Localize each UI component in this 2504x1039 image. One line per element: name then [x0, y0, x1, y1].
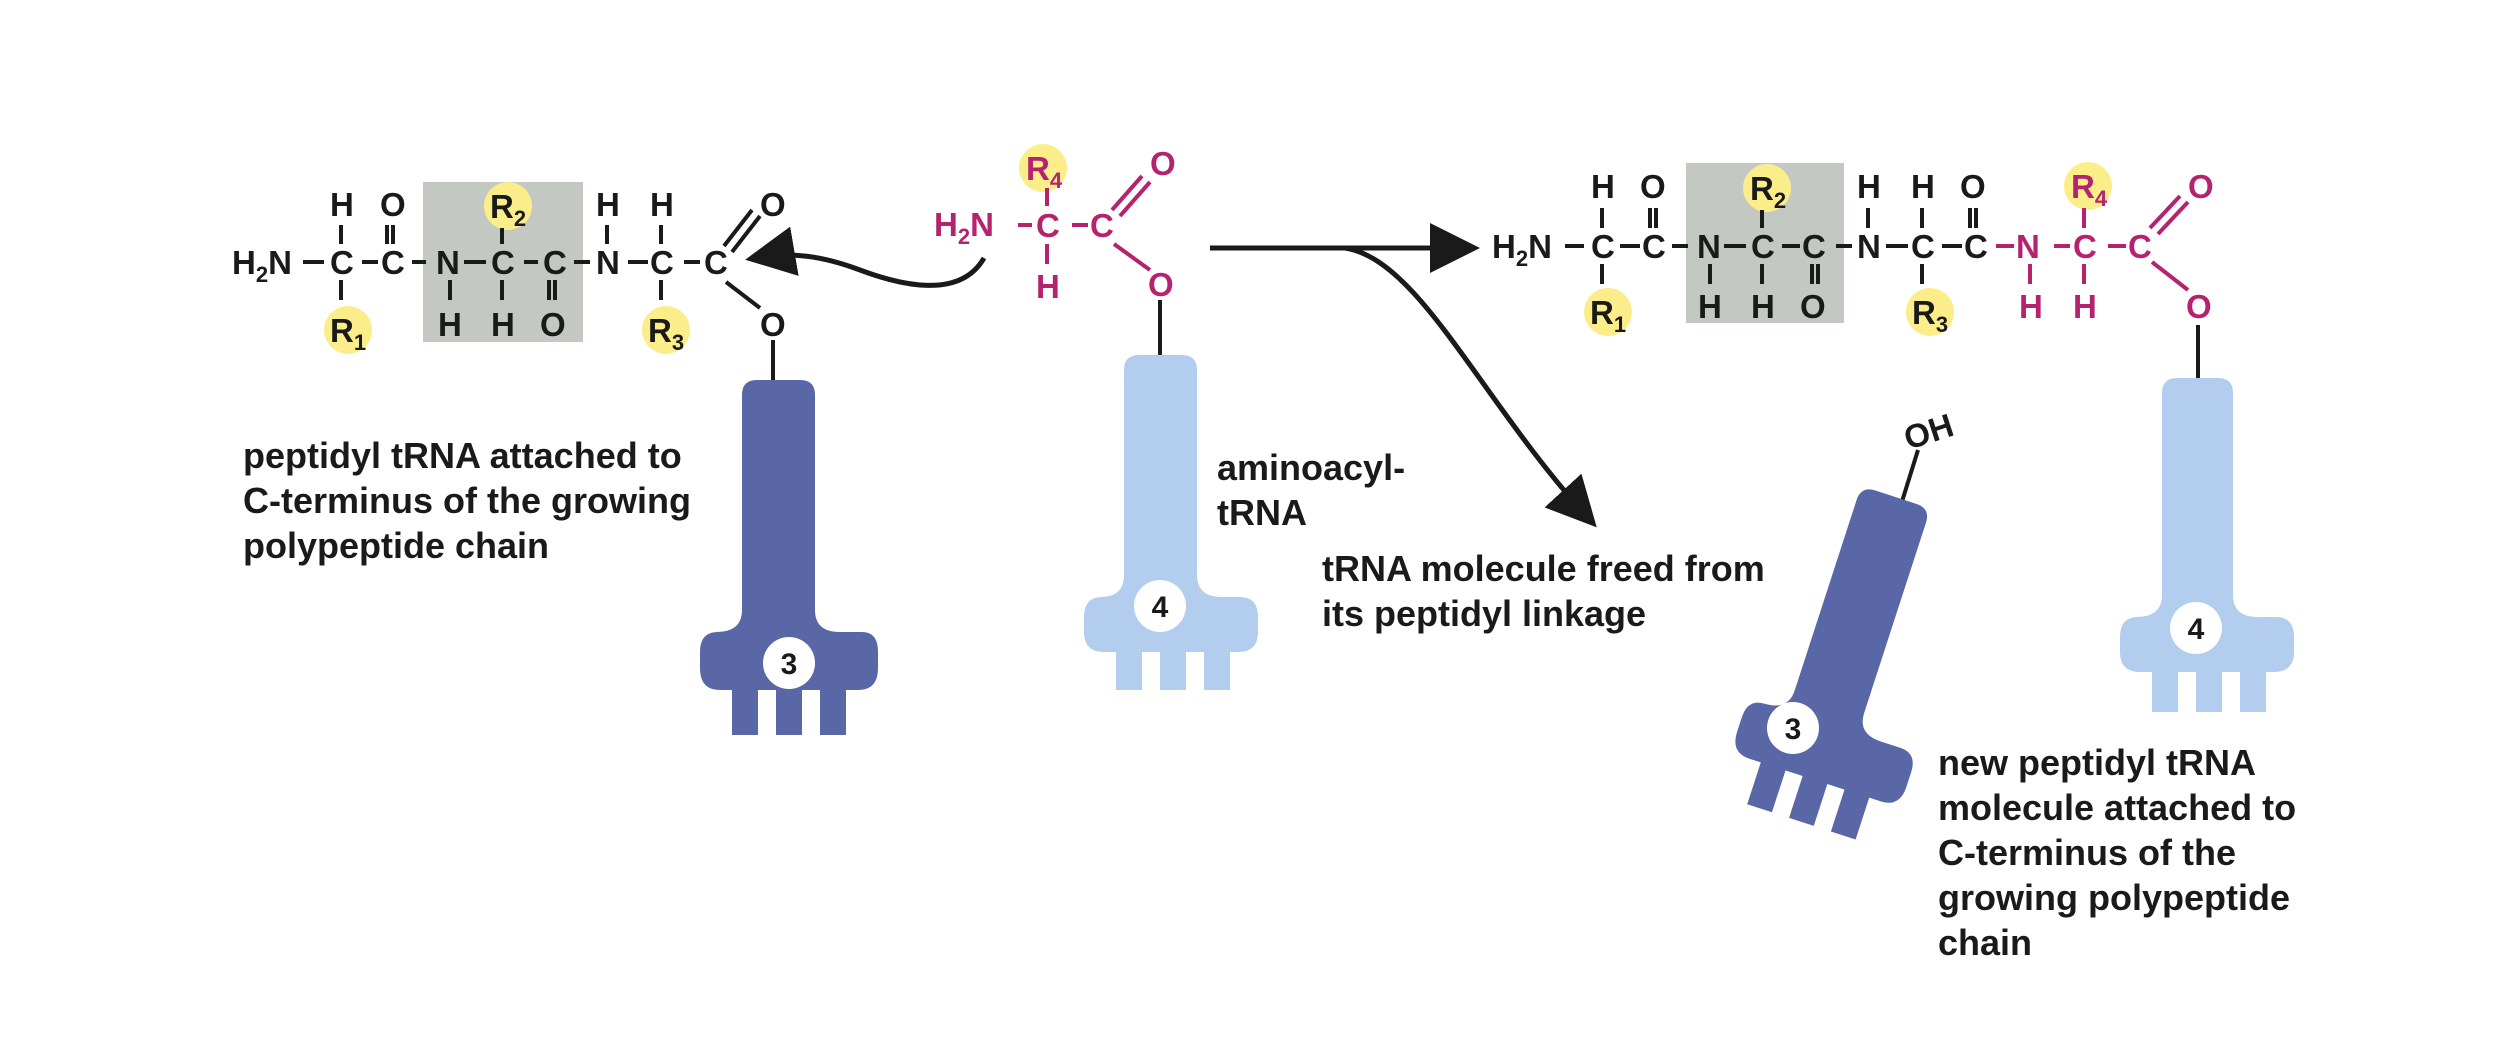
trna-4-middle: 4 — [1084, 355, 1258, 690]
r3-highlight-right — [1906, 288, 1954, 336]
svg-text:H: H — [1911, 168, 1935, 205]
svg-text:R1: R1 — [330, 312, 366, 355]
svg-text:C: C — [543, 244, 567, 281]
svg-text:H: H — [438, 306, 462, 343]
r2-highlight-right — [1743, 164, 1791, 212]
svg-text:H: H — [2019, 288, 2043, 325]
svg-text:R4: R4 — [2071, 168, 2108, 211]
svg-text:O: O — [2188, 168, 2214, 205]
svg-text:4: 4 — [2188, 613, 2205, 646]
svg-text:OH: OH — [1899, 406, 1958, 456]
svg-text:C: C — [1591, 228, 1615, 265]
r4-highlight-right — [2064, 162, 2112, 210]
trna-number-circle — [1767, 702, 1819, 754]
svg-text:C: C — [2073, 228, 2097, 265]
svg-text:R3: R3 — [1912, 294, 1948, 337]
svg-text:C: C — [1911, 228, 1935, 265]
svg-text:H: H — [1036, 268, 1060, 305]
svg-text:O: O — [760, 186, 786, 223]
peptidyl-chain-right: H2N C C N C C N C C N C C H O H H O O H … — [1492, 162, 2214, 378]
svg-text:C: C — [704, 244, 728, 281]
svg-text:H: H — [1698, 288, 1722, 325]
svg-text:H2N: H2N — [1492, 228, 1552, 271]
svg-text:C: C — [381, 244, 405, 281]
svg-text:4: 4 — [1152, 591, 1169, 624]
svg-text:O: O — [1640, 168, 1666, 205]
r1-highlight — [324, 306, 372, 354]
svg-text:C-terminus of the growing: C-terminus of the growing — [243, 480, 691, 521]
r1-highlight-right — [1584, 288, 1632, 336]
trna-3-left: 3 — [700, 380, 878, 735]
svg-text:C: C — [650, 244, 674, 281]
svg-text:H2N: H2N — [232, 244, 292, 287]
svg-text:H: H — [1857, 168, 1881, 205]
svg-text:C: C — [1036, 207, 1060, 244]
r3-highlight — [642, 306, 690, 354]
svg-text:chain: chain — [1938, 922, 2032, 963]
svg-text:O: O — [2186, 288, 2212, 325]
attack-arrow — [745, 226, 987, 288]
svg-text:H2N: H2N — [934, 206, 994, 249]
svg-text:H: H — [330, 186, 354, 223]
svg-text:O: O — [1148, 266, 1174, 303]
svg-text:H: H — [650, 186, 674, 223]
svg-text:3: 3 — [781, 648, 798, 681]
svg-text:C: C — [491, 244, 515, 281]
svg-text:O: O — [540, 306, 566, 343]
svg-text:H: H — [596, 186, 620, 223]
svg-text:C: C — [2128, 228, 2152, 265]
label-aminoacyl: aminoacyl- tRNA — [1217, 447, 1405, 533]
svg-text:O: O — [1960, 168, 1986, 205]
aminoacyl-amino-acid: H2N C C O H O R4 — [934, 144, 1176, 355]
svg-text:N: N — [1697, 228, 1721, 265]
trna-number-circle — [763, 637, 815, 689]
svg-text:tRNA: tRNA — [1217, 492, 1307, 533]
svg-text:3: 3 — [1785, 713, 1802, 746]
svg-text:R4: R4 — [1026, 150, 1063, 193]
svg-text:polypeptide chain: polypeptide chain — [243, 525, 549, 566]
svg-text:molecule attached to: molecule attached to — [1938, 787, 2296, 828]
svg-text:R1: R1 — [1590, 294, 1626, 337]
svg-text:C: C — [1642, 228, 1666, 265]
svg-text:C: C — [1964, 228, 1988, 265]
svg-text:H: H — [2073, 288, 2097, 325]
svg-text:C: C — [1751, 228, 1775, 265]
svg-text:aminoacyl-: aminoacyl- — [1217, 447, 1405, 488]
r2-highlight — [484, 182, 532, 230]
svg-text:C: C — [1802, 228, 1826, 265]
svg-text:C-terminus of the: C-terminus of the — [1938, 832, 2236, 873]
svg-text:O: O — [1800, 288, 1826, 325]
svg-text:growing polypeptide: growing polypeptide — [1938, 877, 2290, 918]
trna-number-circle — [2170, 602, 2222, 654]
svg-text:H: H — [1751, 288, 1775, 325]
trna-4-right: 4 — [2120, 378, 2294, 712]
svg-text:peptidyl tRNA attached to: peptidyl tRNA attached to — [243, 435, 682, 476]
trna-number-circle — [1134, 580, 1186, 632]
label-peptidyl: peptidyl tRNA attached to C-terminus of … — [243, 435, 691, 566]
svg-text:R3: R3 — [648, 312, 684, 355]
svg-text:R2: R2 — [1750, 170, 1786, 213]
svg-text:H: H — [491, 306, 515, 343]
svg-text:N: N — [1857, 228, 1881, 265]
svg-text:new peptidyl tRNA: new peptidyl tRNA — [1938, 742, 2256, 783]
svg-text:O: O — [1150, 145, 1176, 182]
label-new-peptidyl: new peptidyl tRNA molecule attached to C… — [1938, 742, 2296, 963]
svg-text:C: C — [1090, 207, 1114, 244]
svg-text:R2: R2 — [490, 188, 526, 231]
r4-highlight — [1019, 144, 1067, 192]
svg-text:C: C — [330, 244, 354, 281]
svg-text:N: N — [2016, 228, 2040, 265]
svg-text:N: N — [436, 244, 460, 281]
svg-text:its peptidyl linkage: its peptidyl linkage — [1322, 593, 1646, 634]
svg-text:O: O — [760, 306, 786, 343]
svg-text:H: H — [1591, 168, 1615, 205]
peptidyl-chain-left: H2N C C N C C N C C H O H H O H H O O R2… — [232, 182, 786, 395]
trna-3-freed: OH 3 — [1735, 406, 1958, 840]
svg-text:O: O — [380, 186, 406, 223]
label-freed: tRNA molecule freed from its peptidyl li… — [1322, 548, 1765, 634]
svg-text:tRNA molecule freed from: tRNA molecule freed from — [1322, 548, 1765, 589]
svg-text:N: N — [596, 244, 620, 281]
release-arrow — [1344, 245, 1597, 528]
